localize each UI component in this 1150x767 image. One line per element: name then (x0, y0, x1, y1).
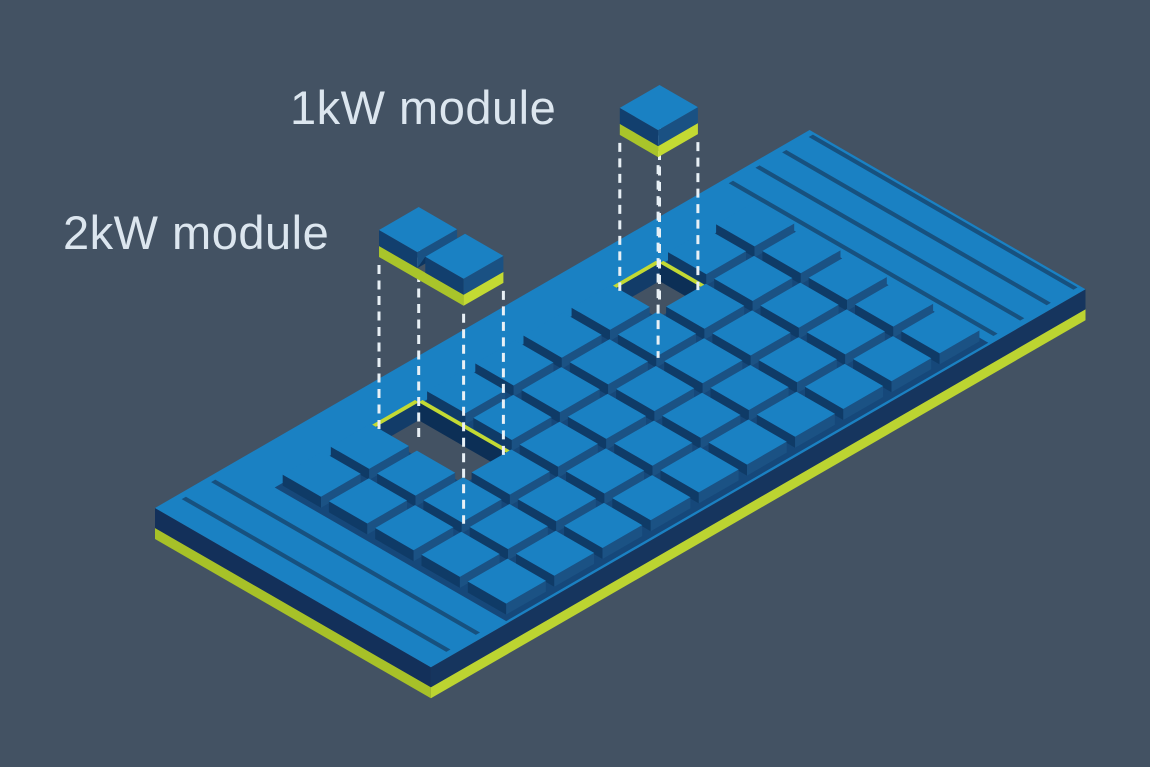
module-rim-sw (619, 123, 659, 158)
panel-rim-se (430, 309, 1086, 699)
panel-side-se (430, 289, 1086, 688)
guide-lines-module-1kw (618, 120, 700, 358)
module-rim-se (463, 271, 504, 306)
strip-groove (808, 134, 1078, 290)
connector-strips (181, 134, 1078, 652)
module-2kw (379, 207, 504, 306)
panel-side-sw (155, 508, 431, 688)
slot-wall-ne (418, 402, 512, 474)
strip-groove (728, 180, 998, 336)
label-module-2kw: 2kW module (63, 206, 330, 259)
panel-rim-sw (155, 528, 431, 699)
label-module-1kw: 1kW module (290, 81, 557, 134)
strip-groove (211, 479, 480, 635)
tile-grid (282, 201, 980, 615)
module-rim-se (658, 123, 698, 158)
slot-rim-ne (418, 400, 516, 456)
strip-groove (181, 496, 451, 652)
module-1kw (619, 85, 698, 158)
strip-groove (755, 165, 1025, 321)
strip-groove (782, 150, 1051, 306)
module-rim-sw (379, 246, 464, 306)
